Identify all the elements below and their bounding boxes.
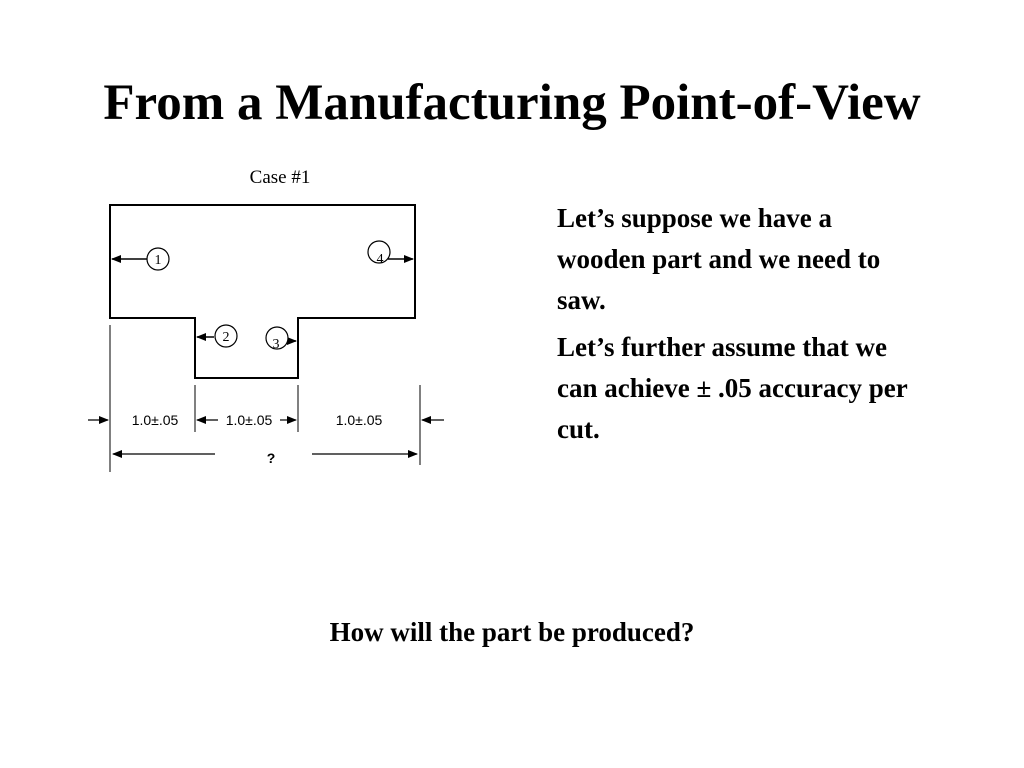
cut-2-marker: 2 [214, 324, 238, 348]
part-outline [109, 204, 416, 379]
explanation-paragraph-1: Let’s suppose we have a wooden part and … [557, 203, 881, 315]
cut-3-marker: 3 [265, 326, 289, 352]
explanation-paragraph-2: Let’s further assume that we can achieve… [557, 332, 908, 444]
cut-1-marker: 1 [146, 247, 170, 271]
extension-lines [109, 325, 421, 472]
question-text: How will the part be produced? [329, 617, 695, 647]
slide-title: From a Manufacturing Point-of-View [103, 75, 921, 131]
explanation-text: Let’s suppose we have a wooden part and … [557, 198, 917, 456]
cut-2-number: 2 [223, 330, 230, 345]
dimension-label-1: 1.0±.05 [132, 412, 179, 428]
cut-1-number: 1 [155, 253, 162, 268]
cut-3-number: 3 [273, 337, 280, 352]
dimension-label-3: 1.0±.05 [336, 412, 383, 428]
dimension-label-2: 1.0±.05 [226, 412, 273, 428]
cut-4-marker: 4 [367, 240, 391, 267]
cut-4-number: 4 [377, 252, 384, 267]
overall-dimension-label: ? [267, 450, 276, 466]
case-label: Case #1 [250, 167, 311, 188]
